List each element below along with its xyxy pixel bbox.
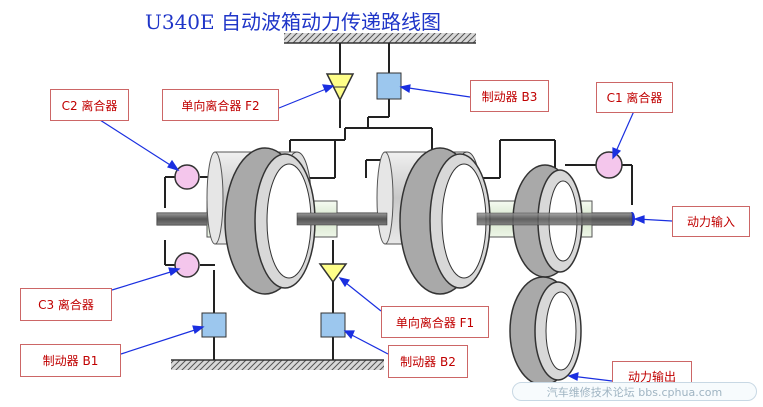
forum-watermark: 汽车维修技术论坛 bbs.cphua.com <box>512 382 757 401</box>
label-b3-brake: 制动器 B3 <box>470 80 549 112</box>
b1-brake-symbol <box>201 312 227 338</box>
label-power-input: 动力输入 <box>672 206 750 237</box>
c3-clutch-symbol <box>174 252 200 278</box>
c2-leader <box>99 119 179 171</box>
top-ground-hatch <box>284 33 476 43</box>
ring-gear-1 <box>224 147 316 295</box>
c1-clutch-symbol <box>595 151 623 179</box>
bottom-ground-hatch <box>171 360 384 370</box>
b3-brake-symbol <box>376 72 402 100</box>
f1-one-way-symbol <box>318 263 348 284</box>
f1-leader <box>340 278 382 312</box>
b3-leader <box>401 86 471 98</box>
b1-leader <box>120 327 202 355</box>
c1-leader <box>613 110 635 157</box>
label-f1-one-way-clutch: 单向离合器 F1 <box>381 306 489 338</box>
label-c3-clutch: C3 离合器 <box>20 288 112 321</box>
output-gear <box>509 276 582 386</box>
label-c2-clutch: C2 离合器 <box>50 89 129 121</box>
c3-leader <box>111 269 178 291</box>
b2-leader <box>345 331 389 355</box>
f2-leader <box>278 86 332 109</box>
label-f2-one-way-clutch: 单向离合器 F2 <box>162 89 279 121</box>
label-b1-brake: 制动器 B1 <box>20 344 121 377</box>
c2-clutch-symbol <box>174 164 200 190</box>
label-c1-clutch: C1 离合器 <box>596 82 673 113</box>
ring-gear-2 <box>399 147 491 295</box>
label-b2-brake: 制动器 B2 <box>388 345 468 378</box>
b2-brake-symbol <box>320 312 346 338</box>
diagram-title: U340E 自动波箱动力传递路线图 <box>145 10 441 34</box>
